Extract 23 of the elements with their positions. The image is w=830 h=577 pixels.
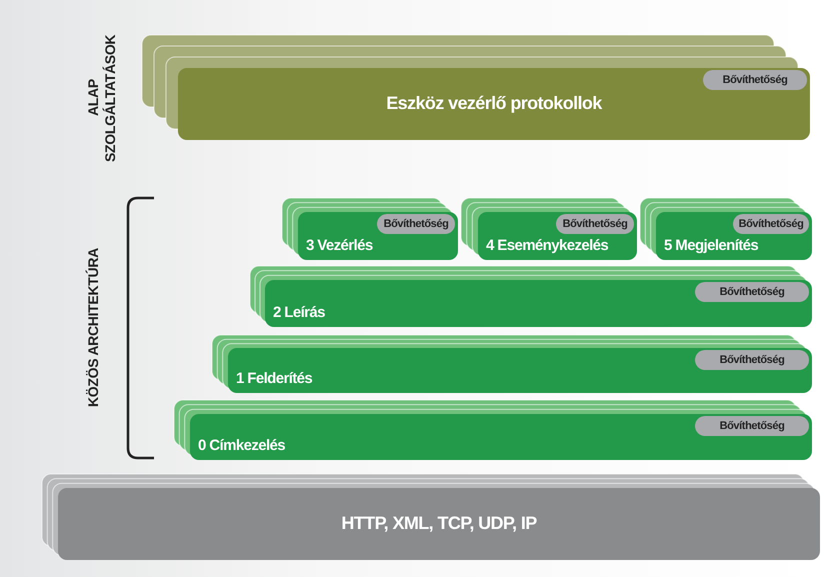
section-label: ALAP SZOLGÁLTATÁSOK: [85, 33, 119, 164]
layer-box: [142, 35, 810, 140]
layer-box: [282, 198, 458, 260]
extension-tag: Bővíthetőség: [733, 214, 809, 234]
layer-box: [174, 400, 812, 460]
layer-label: 2 Leírás: [273, 304, 325, 321]
extension-tag: Bővíthetőség: [695, 282, 809, 302]
section-label: KÖZÖS ARCHITEKTÚRA: [85, 247, 102, 409]
layer-label: 5 Megjelenítés: [664, 237, 758, 254]
layer-box: [640, 198, 812, 260]
layer-box: [461, 198, 637, 260]
layer-box: [250, 266, 812, 327]
layer-label: 4 Eseménykezelés: [486, 237, 608, 254]
extension-tag: Bővíthetőség: [556, 214, 634, 234]
extension-tag: Bővíthetőség: [377, 214, 455, 234]
layer-label: 3 Vezérlés: [306, 237, 373, 254]
layer-label: 1 Felderítés: [236, 370, 312, 387]
extension-tag: Bővíthetőség: [695, 350, 809, 370]
extension-tag: Bővíthetőség: [695, 416, 809, 436]
layer-label: Eszköz vezérlő protokollok: [385, 93, 604, 114]
extension-tag: Bővíthetőség: [703, 70, 807, 90]
layer-label: 0 Címkezelés: [198, 437, 286, 454]
layer-box: [212, 335, 812, 393]
